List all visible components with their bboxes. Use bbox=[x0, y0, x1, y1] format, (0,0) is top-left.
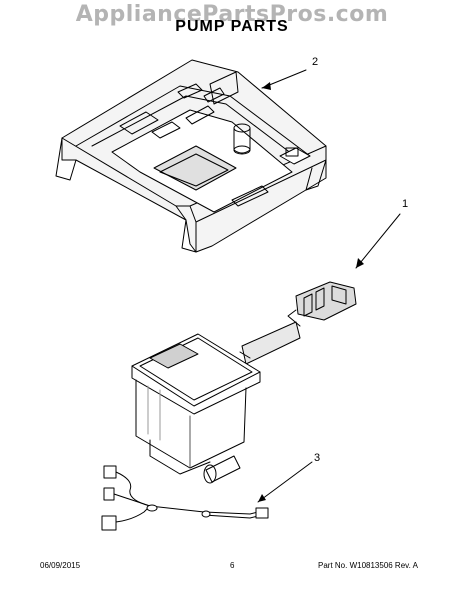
pump-housing-tray bbox=[55, 59, 327, 253]
callout-number: 3 bbox=[314, 452, 321, 464]
callout-number: 2 bbox=[312, 56, 319, 68]
footer-part-number: Part No. W10813506 Rev. A bbox=[318, 561, 418, 570]
drain-pump bbox=[131, 281, 357, 484]
watermark: AppliancePartsPros.com bbox=[75, 2, 389, 27]
wire-harness bbox=[101, 465, 269, 531]
footer-date: 06/09/2015 bbox=[40, 561, 81, 570]
terminal-connector-2 bbox=[103, 487, 115, 501]
leader-line-3 bbox=[257, 461, 313, 503]
page-title: PUMP PARTS bbox=[175, 18, 289, 35]
callout-number: 1 bbox=[402, 198, 409, 210]
footer-page-number: 6 bbox=[230, 561, 235, 570]
leader-line-1 bbox=[355, 213, 401, 269]
terminal-connector-1 bbox=[103, 465, 117, 479]
terminal-connector-3 bbox=[101, 515, 117, 531]
harness-plug bbox=[255, 507, 269, 519]
